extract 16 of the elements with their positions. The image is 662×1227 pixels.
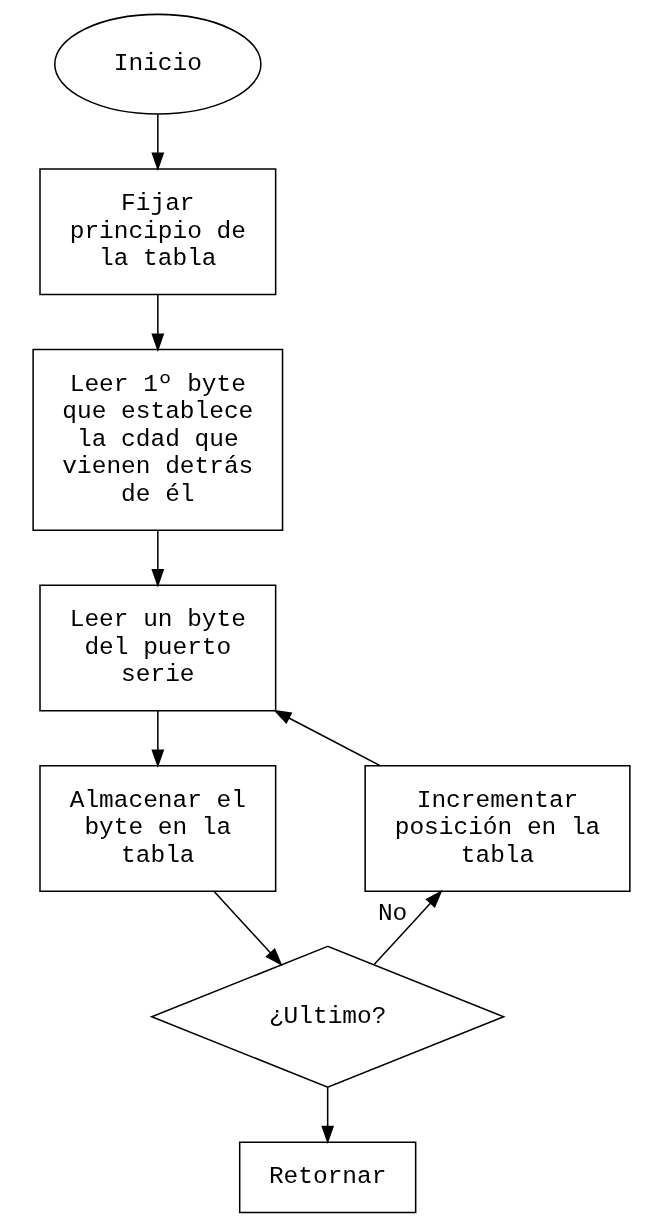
arrow [150, 529, 164, 588]
arrow [150, 710, 164, 768]
arrow [150, 294, 164, 352]
node-box: Almacenar el byte en la tabla [38, 765, 276, 893]
arrow [213, 890, 283, 967]
node-box: Leer un byte del puerto serie [38, 584, 276, 712]
node-box: Incrementar posición en la tabla [363, 765, 631, 893]
arrow [150, 113, 164, 171]
node-box: Fijar principio de la tabla [38, 168, 276, 296]
node-box: Retornar [238, 1141, 416, 1214]
arrow [320, 1086, 334, 1145]
arrow [272, 709, 381, 767]
edge-label: No [377, 899, 407, 927]
arrow [373, 890, 443, 966]
node-ellipse: Inicio [53, 13, 262, 115]
node-box: Leer 1º byte que establece la cdad que vienen detrás de él [31, 348, 283, 531]
